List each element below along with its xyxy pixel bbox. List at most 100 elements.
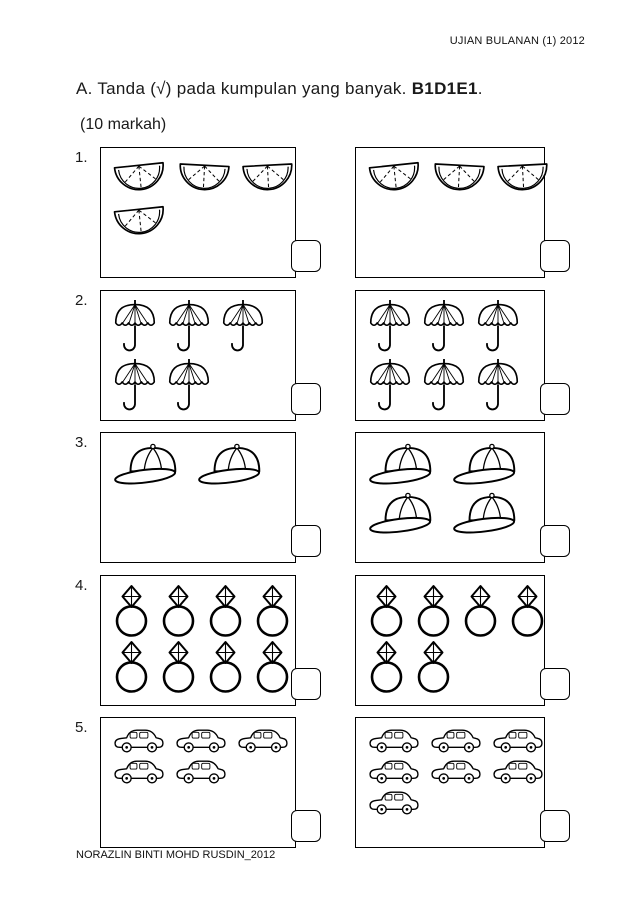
melon-slice-icon: [495, 155, 551, 200]
answer-box[interactable]: [291, 240, 321, 272]
melon-slice-icon: [431, 155, 487, 200]
item-row: [368, 788, 544, 817]
umbrella-icon: [422, 358, 466, 415]
ring-icon: [509, 584, 546, 638]
question-number: 3.: [75, 434, 88, 452]
melon-slice-icon: [176, 155, 232, 200]
group-box-left: [100, 147, 321, 278]
instruction-code: B1D1E1: [411, 79, 478, 98]
item-group: [356, 148, 544, 277]
item-row: [113, 584, 295, 638]
item-row: [113, 726, 295, 755]
item-group: [356, 718, 544, 847]
footer-author: NORAZLIN BINTI MOHD RUSDIN_2012: [76, 849, 276, 861]
ring-icon: [160, 640, 197, 694]
question-number: 5.: [75, 719, 88, 737]
car-icon: [368, 757, 420, 786]
group-box-left: [100, 432, 321, 564]
cap-icon: [368, 490, 442, 537]
car-icon: [430, 757, 482, 786]
item-row: [368, 358, 544, 415]
group-box-right: [355, 147, 570, 278]
item-row: [368, 441, 544, 488]
ring-icon: [207, 640, 244, 694]
item-row: [368, 490, 544, 537]
item-row: [113, 757, 295, 786]
car-icon: [368, 788, 420, 817]
item-row: [368, 757, 544, 786]
question-number: 2.: [75, 291, 88, 309]
umbrella-icon: [368, 299, 412, 356]
question-row: 2.: [75, 289, 595, 421]
umbrella-icon: [476, 358, 520, 415]
answer-box[interactable]: [291, 382, 321, 415]
ring-icon: [113, 584, 150, 638]
item-row: [113, 299, 295, 356]
instruction-text: A. Tanda (√) pada kumpulan yang banyak.: [76, 79, 412, 98]
ring-icon: [368, 640, 405, 694]
item-group: [356, 433, 544, 562]
melon-slice-icon: [111, 197, 169, 244]
instruction-title: A. Tanda (√) pada kumpulan yang banyak. …: [76, 79, 483, 99]
cap-icon: [197, 441, 271, 488]
question-row: 5.: [75, 717, 595, 849]
group-box-right: [355, 574, 570, 706]
item-group: [101, 576, 295, 705]
umbrella-icon: [167, 358, 211, 415]
car-icon: [368, 726, 420, 755]
answer-box[interactable]: [540, 667, 570, 700]
car-icon: [175, 757, 227, 786]
umbrella-icon: [221, 299, 265, 356]
ring-icon: [415, 584, 452, 638]
answer-box[interactable]: [540, 382, 570, 415]
answer-box[interactable]: [540, 525, 570, 558]
question-row: 3.: [75, 432, 595, 564]
ring-icon: [254, 584, 291, 638]
car-icon: [237, 726, 289, 755]
melon-slice-icon: [111, 153, 169, 200]
cap-icon: [113, 441, 187, 488]
item-row: [368, 156, 544, 198]
marks-label: (10 markah): [80, 116, 167, 133]
answer-box[interactable]: [540, 240, 570, 272]
car-icon: [175, 726, 227, 755]
item-group: [356, 576, 544, 705]
ring-icon: [254, 640, 291, 694]
car-icon: [430, 726, 482, 755]
question-number: 4.: [75, 576, 88, 594]
car-icon: [113, 757, 165, 786]
group-box-right: [355, 717, 570, 849]
cap-icon: [452, 490, 526, 537]
answer-box[interactable]: [291, 667, 321, 700]
item-row: [368, 726, 544, 755]
question-number: 1.: [75, 149, 88, 166]
item-group: [356, 291, 544, 420]
umbrella-icon: [113, 299, 157, 356]
item-row: [113, 156, 295, 198]
melon-slice-icon: [366, 153, 424, 200]
item-row: [113, 640, 295, 694]
item-group: [101, 291, 295, 420]
ring-icon: [415, 640, 452, 694]
question-row: 4.: [75, 574, 595, 706]
cap-icon: [452, 441, 526, 488]
item-row: [113, 358, 295, 415]
instruction-period: .: [477, 79, 483, 98]
group-box-left: [100, 574, 321, 706]
item-group: [101, 148, 295, 277]
item-row: [113, 441, 295, 488]
item-row: [368, 299, 544, 356]
answer-box[interactable]: [291, 810, 321, 843]
answer-box[interactable]: [291, 525, 321, 558]
melon-slice-icon: [240, 155, 296, 200]
car-icon: [492, 757, 544, 786]
item-group: [101, 433, 295, 562]
ring-icon: [368, 584, 405, 638]
umbrella-icon: [368, 358, 412, 415]
car-icon: [492, 726, 544, 755]
ring-icon: [207, 584, 244, 638]
umbrella-icon: [476, 299, 520, 356]
answer-box[interactable]: [540, 810, 570, 843]
